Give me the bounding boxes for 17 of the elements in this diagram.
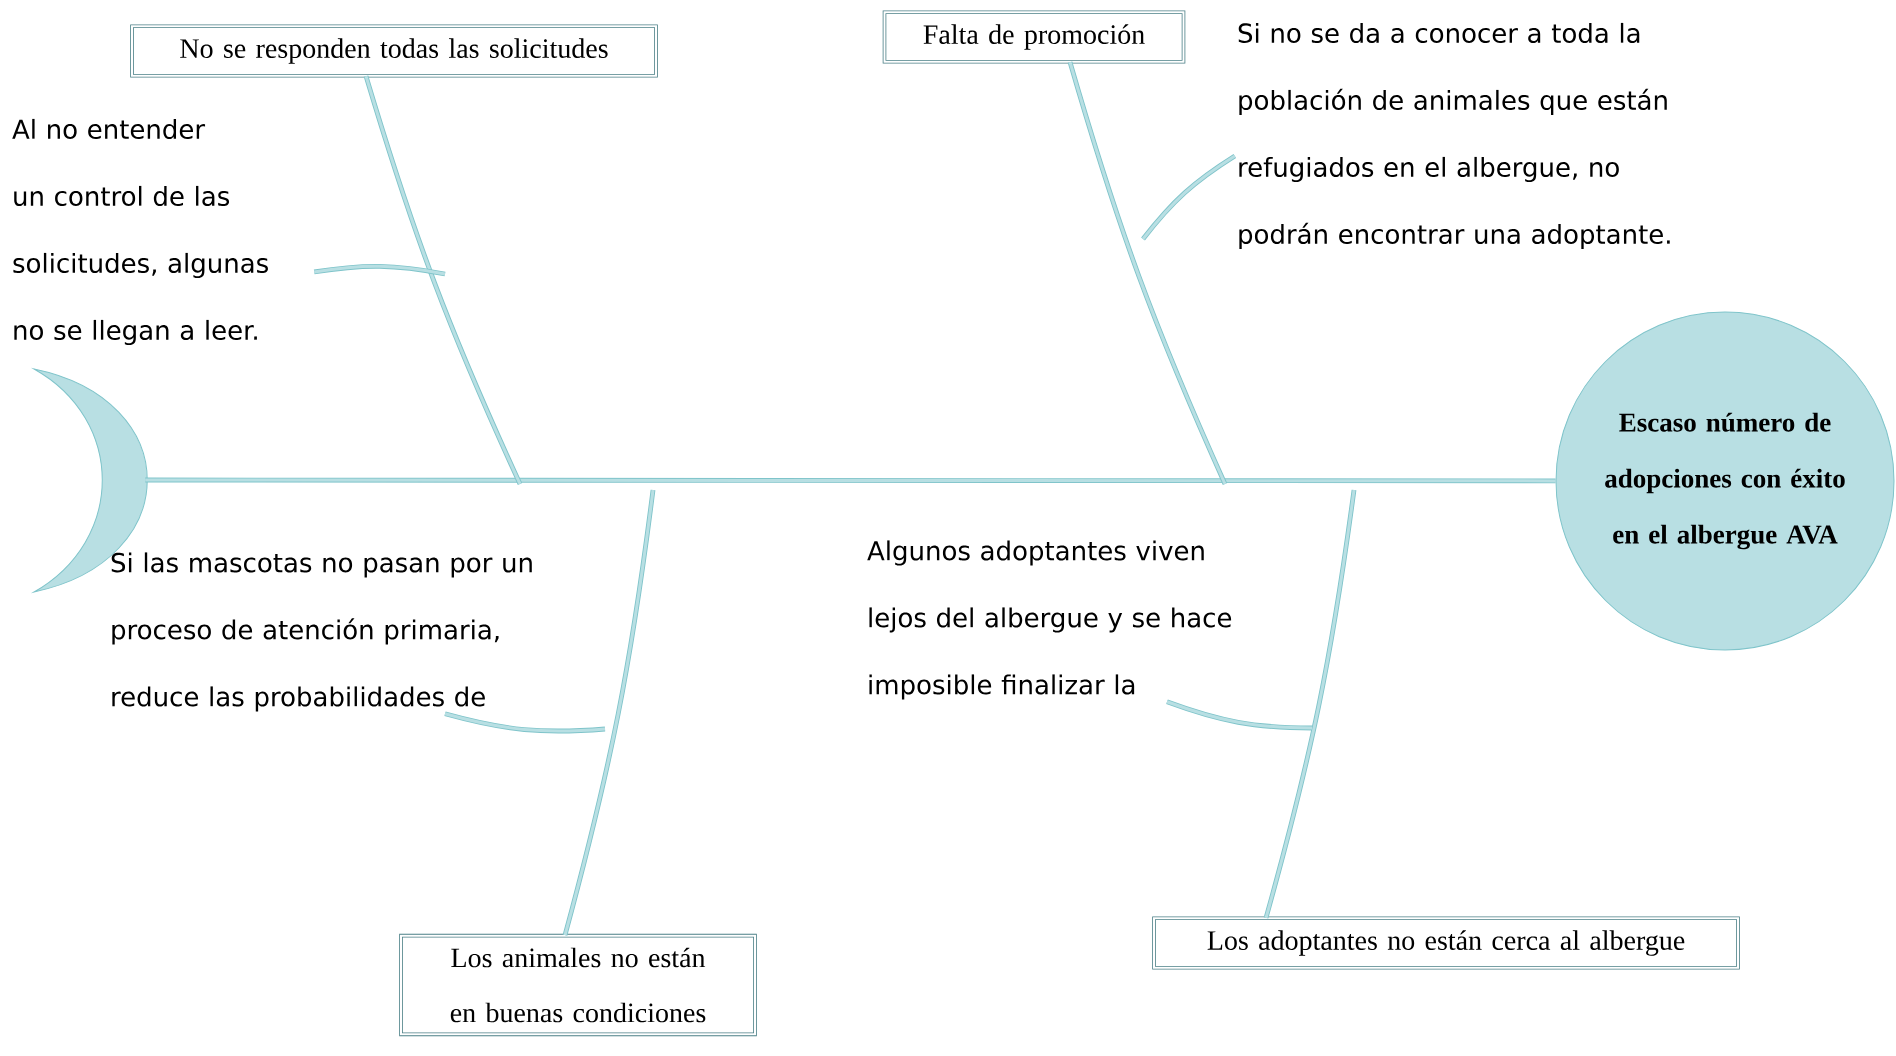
bone-line <box>1141 153 1237 241</box>
cause-text: Si las mascotas no pasan por un proceso de atención primaria, reduce las probabilidades de <box>111 552 532 712</box>
bone-line <box>363 75 523 485</box>
bone-line <box>444 711 606 734</box>
bone-line <box>1263 489 1357 919</box>
bone-line <box>562 489 656 936</box>
bone-line <box>313 263 446 277</box>
spine-line <box>145 477 1556 484</box>
cause-box: Los animales no están en buenas condiciones <box>399 933 757 1037</box>
cause-text: Algunos adoptantes viven lejos del albergue y se hace imposible finalizar la <box>867 540 1232 700</box>
cause-box: No se responden todas las solicitudes <box>130 24 658 78</box>
cause-text: Si no se da a conocer a toda la población de animales que están refugiados en el albergue, no podrán encontrar una adoptante. <box>1238 22 1670 250</box>
bone-line <box>1067 61 1228 485</box>
bone-line <box>1166 699 1313 731</box>
cause-text: Al no entender un control de las solicitudes, algunas no se llegan a leer. <box>12 118 268 346</box>
cause-box: Falta de promoción <box>882 10 1186 64</box>
cause-box: Los adoptantes no están cerca al albergue <box>1152 916 1740 970</box>
